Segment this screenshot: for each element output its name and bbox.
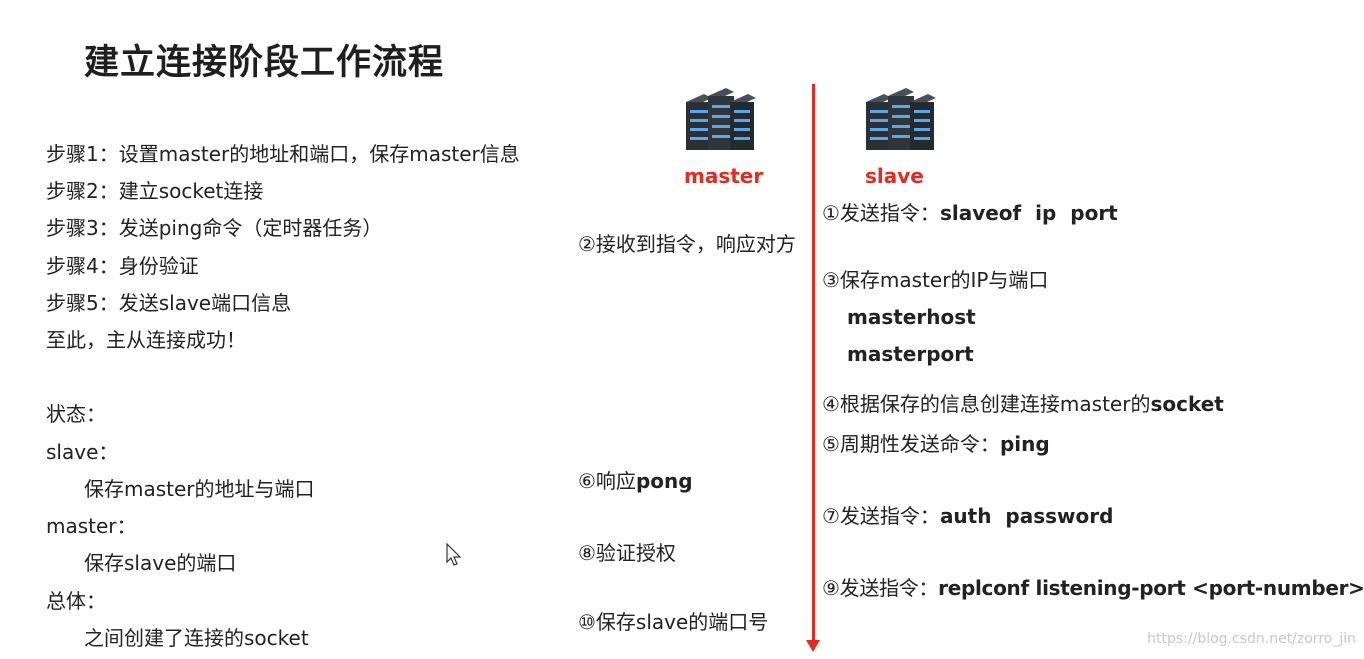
slave-step-4-keyword: socket bbox=[1150, 392, 1224, 416]
page-title: 建立连接阶段工作流程 bbox=[84, 43, 445, 83]
master-step-8: ⑧验证授权 bbox=[578, 541, 676, 565]
slave-step-3: ③保存master的IP与端口 bbox=[822, 268, 1049, 292]
master-step-6-keyword: pong bbox=[635, 469, 693, 493]
master-label: master bbox=[684, 164, 764, 188]
master-server-icon bbox=[686, 88, 756, 150]
step-3: 步骤3：发送ping命令（定时器任务） bbox=[46, 216, 383, 240]
slave-step-4: ④根据保存的信息创建连接master的socket bbox=[822, 392, 1224, 416]
slave-label: slave bbox=[865, 164, 924, 188]
slave-step-4-prefix: ④根据保存的信息创建连接master的 bbox=[822, 392, 1151, 416]
slave-step-1-prefix: ①发送指令： bbox=[822, 201, 940, 225]
master-step-10: ⑩保存slave的端口号 bbox=[578, 610, 769, 634]
state-heading: 状态： bbox=[46, 402, 106, 426]
slave-state: 保存master的地址与端口 bbox=[84, 477, 315, 501]
timeline-divider bbox=[812, 84, 815, 644]
master-step-6-prefix: ⑥响应 bbox=[578, 469, 636, 493]
watermark: https://blog.csdn.net/zorro_jin bbox=[1147, 631, 1356, 647]
master-state-label: master： bbox=[46, 514, 137, 538]
slave-state-label: slave： bbox=[46, 440, 119, 464]
step-5: 步骤5：发送slave端口信息 bbox=[46, 291, 292, 315]
slave-step-1: ①发送指令：slaveof ip port bbox=[822, 201, 1118, 225]
overall-state-label: 总体： bbox=[46, 589, 106, 613]
master-step-2: ②接收到指令，响应对方 bbox=[578, 232, 796, 256]
slave-step-7-command: auth password bbox=[939, 504, 1114, 528]
slave-step-9-command: replconf listening-port <port-number> bbox=[938, 576, 1364, 600]
slave-step-5: ⑤周期性发送命令：ping bbox=[822, 432, 1050, 456]
mouse-cursor-icon bbox=[446, 543, 462, 566]
connection-success: 至此，主从连接成功！ bbox=[46, 328, 246, 352]
timeline-arrow-icon bbox=[806, 640, 820, 652]
overall-state: 之间创建了连接的socket bbox=[84, 626, 309, 650]
slave-step-3-masterport: masterport bbox=[847, 342, 974, 366]
master-state: 保存slave的端口 bbox=[84, 551, 237, 575]
step-1: 步骤1：设置master的地址和端口，保存master信息 bbox=[46, 142, 520, 166]
slave-step-9-prefix: ⑨发送指令： bbox=[822, 576, 939, 600]
slave-step-5-prefix: ⑤周期性发送命令： bbox=[822, 432, 1000, 456]
slave-step-5-command: ping bbox=[999, 432, 1050, 456]
master-step-6: ⑥响应pong bbox=[578, 469, 693, 493]
slave-step-9: ⑨发送指令：replconf listening-port <port-numb… bbox=[822, 576, 1364, 600]
slave-server-icon bbox=[866, 88, 936, 150]
step-4: 步骤4：身份验证 bbox=[46, 254, 199, 278]
slave-step-7-prefix: ⑦发送指令： bbox=[822, 504, 940, 528]
slave-step-3-masterhost: masterhost bbox=[847, 305, 976, 329]
slave-step-1-command: slaveof ip port bbox=[939, 201, 1118, 225]
step-2: 步骤2：建立socket连接 bbox=[46, 179, 264, 203]
slave-step-7: ⑦发送指令：auth password bbox=[822, 504, 1113, 528]
